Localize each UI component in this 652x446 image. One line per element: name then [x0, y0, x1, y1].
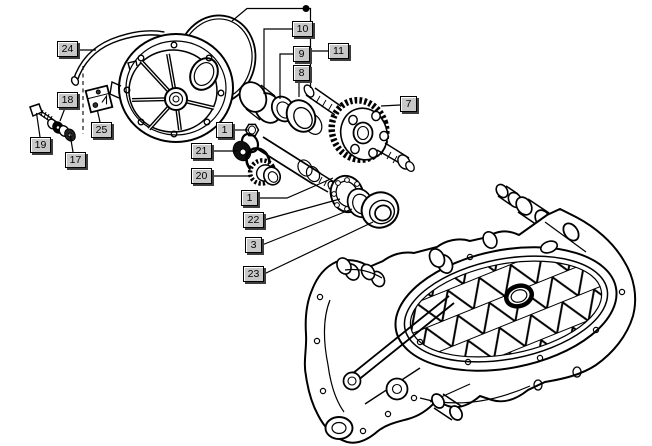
- leader-line-17: [69, 133, 74, 153]
- callout-1b-button[interactable]: 1: [241, 190, 258, 206]
- callout-7-button[interactable]: 7: [400, 96, 417, 112]
- leader-line-19: [35, 112, 41, 138]
- callout-25-button[interactable]: 25: [91, 122, 112, 138]
- leader-line-22: [263, 198, 341, 221]
- callout-21-button[interactable]: 21: [191, 143, 212, 159]
- leader-line-3: [261, 208, 353, 246]
- callout-24-button[interactable]: 24: [57, 41, 78, 57]
- callout-18-button[interactable]: 18: [57, 92, 78, 108]
- leader-line-1b: [258, 177, 334, 199]
- callout-1a-button[interactable]: 1: [216, 122, 233, 138]
- callout-23-button[interactable]: 23: [243, 266, 264, 282]
- callout-17-button[interactable]: 17: [65, 152, 86, 168]
- callout-20-button[interactable]: 20: [191, 168, 212, 184]
- bearing-seal-drawing: [329, 174, 400, 229]
- bolt-washers-drawing: [29, 103, 76, 142]
- callout-10-button[interactable]: 10: [292, 21, 313, 37]
- leader-line-18: [59, 107, 66, 122]
- callout-19-button[interactable]: 19: [30, 137, 51, 153]
- crankcase-drawing: [303, 207, 637, 444]
- leader-line-7: [380, 104, 401, 107]
- driven-gear-shaft-drawing: [303, 84, 415, 172]
- reference-dot: [302, 5, 310, 12]
- leader-line-25: [96, 110, 101, 123]
- callout-9-button[interactable]: 9: [293, 46, 310, 62]
- callout-11-button[interactable]: 11: [328, 43, 349, 59]
- leader-line-10: [263, 28, 292, 94]
- leader-line-9: [279, 53, 293, 99]
- callout-8-button[interactable]: 8: [293, 65, 310, 81]
- selector-block-drawing: [82, 66, 114, 134]
- gear-cluster-drawing: [232, 123, 282, 186]
- leader-line-23: [263, 221, 374, 275]
- callout-3-button[interactable]: 3: [245, 237, 262, 253]
- hose-drawing: [70, 30, 165, 86]
- callout-22-button[interactable]: 22: [243, 212, 264, 228]
- leader-lines: [35, 5, 401, 275]
- transmission-cover-drawing: [109, 33, 234, 143]
- reference-dot-leader-line: [231, 7, 312, 88]
